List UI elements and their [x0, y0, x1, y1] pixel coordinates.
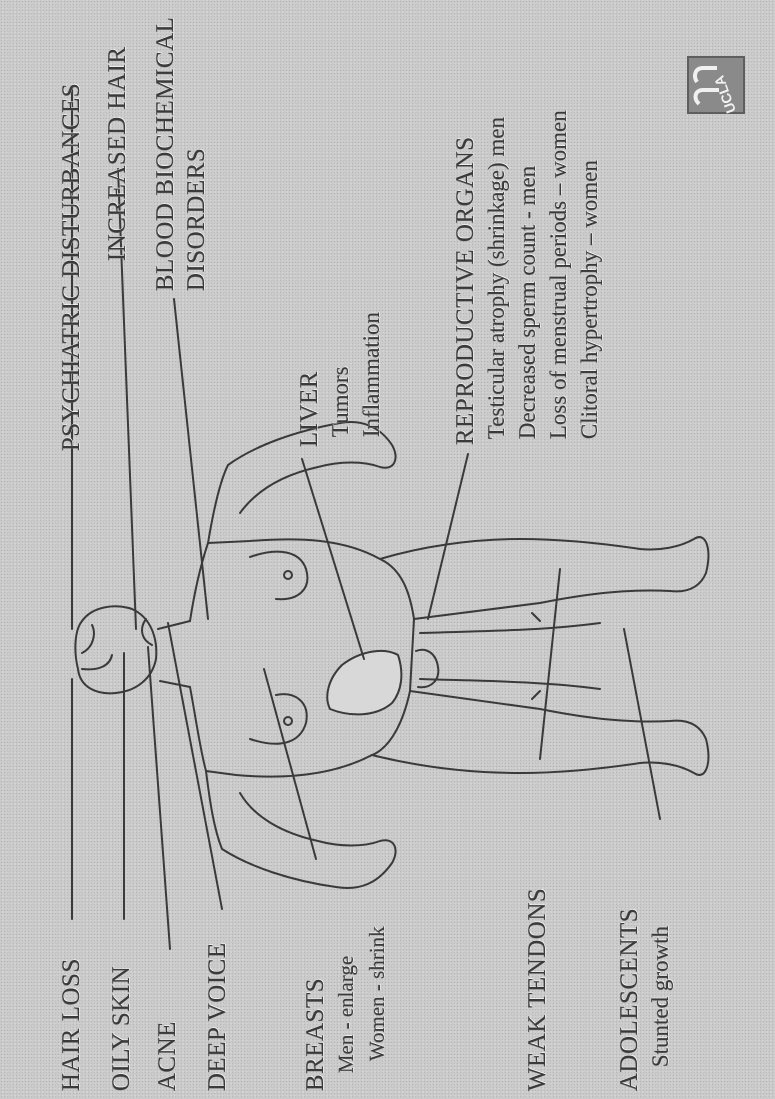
- label-increased-hair: INCREASED HAIR: [104, 46, 132, 261]
- nipple-left: [284, 717, 292, 725]
- pointer-weak-tendons: [540, 569, 560, 759]
- pointer-acne: [148, 647, 170, 949]
- pointer-reproductive: [428, 454, 468, 619]
- knee-marks: [532, 613, 540, 699]
- breast-outline-right: [250, 552, 307, 600]
- label-acne: ACNE: [154, 1021, 182, 1091]
- ucla-logo-icon: UCLA: [687, 56, 745, 114]
- label-liver-tumors: Tumors: [325, 312, 356, 447]
- label-psychiatric-disturbances: PSYCHIATRIC DISTURBANCES: [58, 83, 86, 451]
- label-loss-menstrual: Loss of menstrual periods – women: [543, 110, 574, 445]
- label-breasts: BREASTS: [300, 926, 331, 1091]
- label-liver-group: LIVER Tumors Inflammation: [294, 312, 387, 447]
- label-blood-biochemical: BLOOD BIOCHEMICAL: [150, 17, 181, 291]
- label-adolescents: ADOLESCENTS: [614, 908, 645, 1091]
- label-reproductive-organs: REPRODUCTIVE ORGANS: [450, 110, 481, 445]
- label-weak-tendons: WEAK TENDONS: [524, 888, 552, 1091]
- hair-outline: [82, 619, 152, 669]
- pointer-blood: [174, 299, 208, 619]
- nipple-right: [284, 571, 292, 579]
- pointer-breasts: [264, 669, 316, 859]
- label-clitoral-hypertrophy: Clitoral hypertrophy – women: [574, 110, 605, 445]
- liver-outline: [327, 651, 401, 714]
- label-hair-loss: HAIR LOSS: [58, 958, 86, 1091]
- label-breasts-women: Women - shrink: [362, 926, 393, 1091]
- label-stunted-growth: Stunted growth: [645, 908, 676, 1091]
- reproductive-mark: [416, 650, 438, 687]
- label-decreased-sperm: Decreased sperm count - men: [512, 110, 543, 445]
- label-liver: LIVER: [294, 312, 325, 447]
- leg-outline-right: [380, 537, 708, 619]
- pointer-adolescents: [624, 629, 660, 819]
- label-reproductive-group: REPRODUCTIVE ORGANS Testicular atrophy (…: [450, 110, 605, 445]
- label-breasts-men: Men - enlarge: [331, 926, 362, 1091]
- label-breasts-group: BREASTS Men - enlarge Women - shrink: [300, 926, 393, 1091]
- label-adolescents-group: ADOLESCENTS Stunted growth: [614, 908, 676, 1091]
- label-blood-group: BLOOD BIOCHEMICAL DISORDERS: [150, 17, 212, 291]
- leg-outline-left: [372, 691, 708, 775]
- label-deep-voice: DEEP VOICE: [204, 942, 232, 1091]
- pointer-deep-voice: [168, 623, 222, 909]
- label-liver-inflammation: Inflammation: [356, 312, 387, 447]
- pointer-liver: [302, 459, 364, 659]
- label-oily-skin: OILY SKIN: [108, 966, 136, 1091]
- label-disorders: DISORDERS: [181, 17, 212, 291]
- label-testicular-atrophy: Testicular atrophy (shrinkage) men: [481, 110, 512, 445]
- arm-outline-left: [206, 771, 396, 888]
- inner-leg-outline: [420, 623, 600, 689]
